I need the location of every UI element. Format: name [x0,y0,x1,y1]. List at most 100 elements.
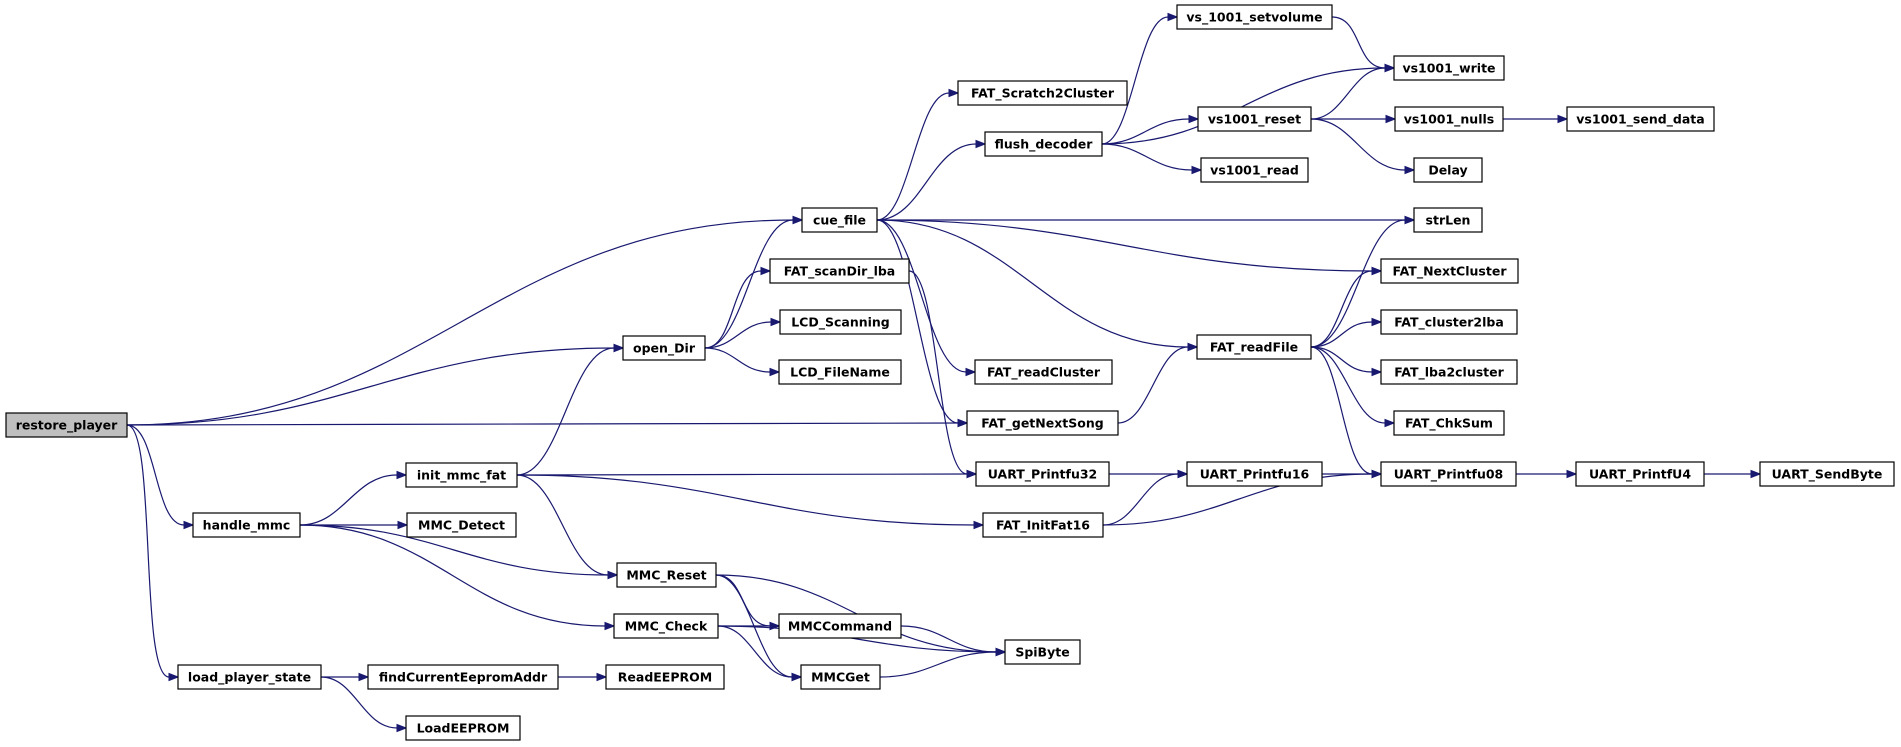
node-findCurrentEepromAddr[interactable]: findCurrentEepromAddr [367,664,559,690]
edge-restore_player-to-cue_file [126,215,804,426]
node-label: vs1001_reset [1208,112,1301,128]
node-MMCGet[interactable]: MMCGet [800,664,881,690]
node-label: LCD_FileName [790,365,890,381]
node-FAT_getNextSong[interactable]: FAT_getNextSong [966,410,1119,436]
node-label: ReadEEPROM [618,670,712,685]
edge-cue_file-to-FAT_NextCluster [876,219,1383,276]
node-FAT_readFile[interactable]: FAT_readFile [1196,334,1312,360]
node-ReadEEPROM[interactable]: ReadEEPROM [605,664,725,690]
node-FAT_readCluster[interactable]: FAT_readCluster [974,359,1113,385]
node-MMC_Detect[interactable]: MMC_Detect [406,512,517,538]
edge-flush_decoder-to-vs1001_write [1101,63,1396,145]
node-MMC_Reset[interactable]: MMC_Reset [616,562,717,588]
node-UART_Printfu08[interactable]: UART_Printfu08 [1380,461,1517,487]
node-vs1001_write[interactable]: vs1001_write [1393,55,1505,81]
edge-flush_decoder-to-vs1001_reset [1101,114,1200,145]
node-label: MMC_Reset [626,568,706,584]
node-FAT_scanDir_lba[interactable]: FAT_scanDir_lba [769,258,910,284]
node-label: vs1001_nulls [1404,112,1494,128]
node-label: FAT_readFile [1210,340,1298,356]
node-UART_Printfu32[interactable]: UART_Printfu32 [975,461,1110,487]
edge-MMC_Reset-to-MMCCommand [715,574,781,631]
node-MMC_Check[interactable]: MMC_Check [613,613,719,639]
node-MMCCommand[interactable]: MMCCommand [778,613,902,639]
node-label: MMCCommand [788,619,892,634]
node-vs1001_send_data[interactable]: vs1001_send_data [1566,106,1715,132]
node-FAT_Scratch2Cluster[interactable]: FAT_Scratch2Cluster [957,80,1128,106]
node-vs1001_read[interactable]: vs1001_read [1200,157,1309,183]
edge-FAT_readFile-to-strLen [1310,215,1416,348]
edge-restore_player-to-handle_mmc [126,424,195,530]
node-label: LoadEEPROM [417,721,510,736]
node-label: flush_decoder [995,137,1094,153]
node-FAT_ChkSum[interactable]: FAT_ChkSum [1393,410,1505,436]
node-LCD_Scanning[interactable]: LCD_Scanning [779,309,902,335]
node-FAT_lba2cluster[interactable]: FAT_lba2cluster [1380,359,1518,385]
node-label: Delay [1428,163,1467,178]
node-label: handle_mmc [203,518,291,534]
edge-init_mmc_fat-to-UART_Printfu32 [516,469,978,479]
node-load_player_state[interactable]: load_player_state [177,664,322,690]
node-FAT_NextCluster[interactable]: FAT_NextCluster [1380,258,1519,284]
node-UART_SendByte[interactable]: UART_SendByte [1759,461,1895,487]
edge-open_Dir-to-LCD_Scanning [704,317,782,349]
edge-FAT_readFile-to-FAT_NextCluster [1310,266,1383,348]
node-label: FAT_readCluster [987,365,1101,381]
node-label: FAT_Scratch2Cluster [971,86,1115,102]
node-label: strLen [1426,213,1471,228]
node-label: restore_player [16,418,118,434]
edge-open_Dir-to-FAT_scanDir_lba [704,266,772,349]
node-label: UART_Printfu16 [1200,467,1310,483]
edge-restore_player-to-open_Dir [126,343,625,426]
node-flush_decoder[interactable]: flush_decoder [984,131,1103,157]
node-FAT_InitFat16[interactable]: FAT_InitFat16 [982,512,1104,538]
node-vs1001_nulls[interactable]: vs1001_nulls [1394,106,1504,132]
node-vs_1001_setvolume[interactable]: vs_1001_setvolume [1176,4,1333,30]
node-label: FAT_cluster2lba [1394,315,1504,331]
edge-vs1001_nulls-to-vs1001_send_data [1503,114,1569,124]
node-label: FAT_scanDir_lba [784,264,896,280]
node-open_Dir[interactable]: open_Dir [622,335,706,361]
node-label: FAT_NextCluster [1393,264,1508,280]
node-SpiByte[interactable]: SpiByte [1004,639,1081,665]
node-LCD_FileName[interactable]: LCD_FileName [778,359,902,385]
edge-FAT_scanDir_lba-to-UART_Printfu32 [908,270,978,479]
edge-cue_file-to-flush_decoder [876,139,987,221]
edge-cue_file-to-FAT_getNextSong [876,219,969,428]
node-label: init_mmc_fat [417,468,506,484]
node-Delay[interactable]: Delay [1413,157,1483,183]
edge-vs1001_reset-to-vs1001_nulls [1311,114,1397,124]
edge-FAT_readFile-to-UART_Printfu08 [1310,346,1383,479]
node-label: FAT_ChkSum [1405,416,1493,432]
node-handle_mmc[interactable]: handle_mmc [192,512,301,538]
node-LoadEEPROM[interactable]: LoadEEPROM [405,715,521,741]
edge-FAT_readFile-to-FAT_cluster2lba [1310,317,1383,348]
node-UART_Printfu16[interactable]: UART_Printfu16 [1186,461,1323,487]
node-label: vs1001_read [1210,163,1299,179]
edge-handle_mmc-to-MMC_Check [299,524,616,631]
edge-init_mmc_fat-to-FAT_InitFat16 [516,474,985,530]
node-restore_player[interactable]: restore_player [5,412,128,438]
call-edges [126,12,1762,733]
edge-vs_1001_setvolume-to-vs1001_write [1331,16,1396,73]
edge-open_Dir-to-LCD_FileName [704,347,781,377]
node-label: MMC_Detect [418,518,505,534]
edge-FAT_getNextSong-to-FAT_readFile [1117,342,1199,424]
edge-FAT_readFile-to-FAT_ChkSum [1310,346,1396,428]
node-label: FAT_InitFat16 [996,518,1090,534]
edge-flush_decoder-to-vs_1001_setvolume [1101,12,1179,145]
node-vs1001_reset[interactable]: vs1001_reset [1197,106,1312,132]
node-cue_file[interactable]: cue_file [801,207,878,233]
node-label: vs_1001_setvolume [1186,10,1322,26]
node-UART_PrintfU4[interactable]: UART_PrintfU4 [1575,461,1705,487]
node-label: FAT_lba2cluster [1394,365,1504,381]
node-label: UART_Printfu08 [1394,467,1504,483]
node-label: UART_SendByte [1772,467,1883,483]
node-label: findCurrentEepromAddr [379,670,548,685]
node-FAT_cluster2lba[interactable]: FAT_cluster2lba [1380,309,1518,335]
node-init_mmc_fat[interactable]: init_mmc_fat [405,462,518,488]
node-label: MMC_Check [625,619,708,635]
node-strLen[interactable]: strLen [1413,207,1483,233]
edge-handle_mmc-to-init_mmc_fat [299,470,408,526]
